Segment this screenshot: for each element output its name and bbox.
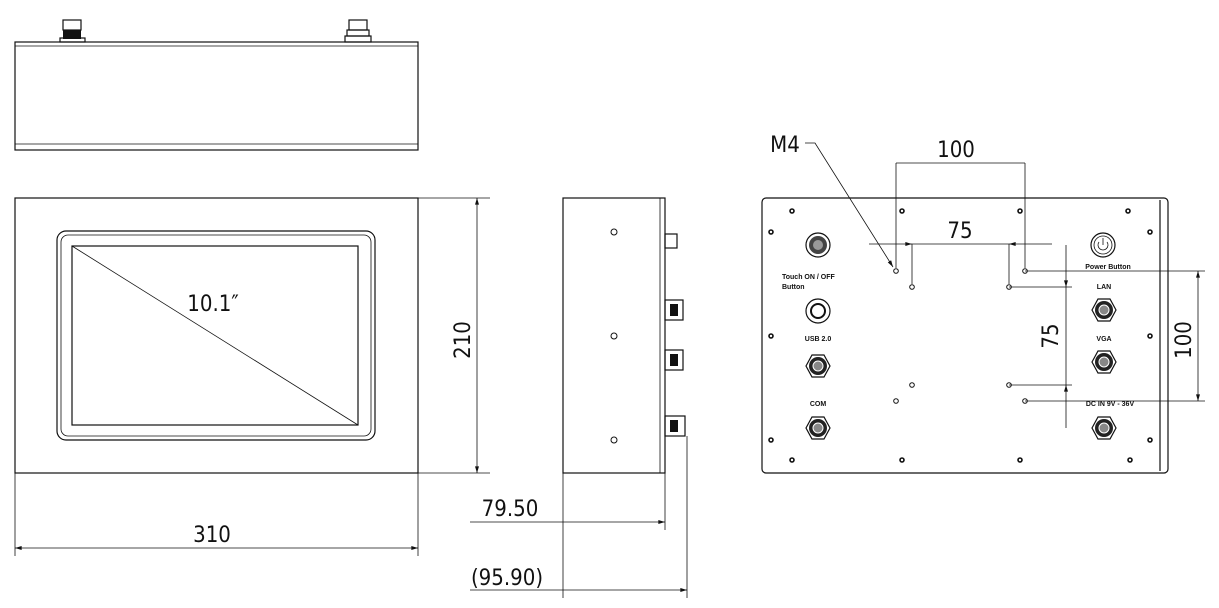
width-dimension: 310 <box>193 523 231 548</box>
dc-in-connector <box>1091 416 1117 440</box>
vesa-100-horizontal: 100 <box>937 138 975 163</box>
vga-connector <box>1091 350 1117 374</box>
usb-label: USB 2.0 <box>805 336 832 343</box>
power-button <box>1090 232 1116 258</box>
vesa-75-horizontal: 75 <box>947 219 972 244</box>
touch-label-2: Button <box>782 284 805 291</box>
side-view: 79.50 (95.90) <box>470 197 688 598</box>
vesa-75-vertical: 75 <box>1039 323 1064 348</box>
lan-connector <box>1091 298 1117 322</box>
screen-diagonal-label: 10.1″ <box>187 292 238 317</box>
touch-label-1: Touch ON / OFF <box>782 274 835 281</box>
height-dimension: 210 <box>451 321 476 359</box>
vesa-holes <box>893 268 1028 404</box>
screw-label: M4 <box>770 133 800 158</box>
com-label: COM <box>810 401 827 408</box>
dc-in-label: DC IN 9V - 36V <box>1086 401 1135 408</box>
com-connector <box>805 416 831 440</box>
edge-screws <box>768 208 1153 463</box>
power-label: Power Button <box>1085 264 1131 271</box>
touch-button <box>805 298 831 324</box>
top-view <box>14 19 419 151</box>
back-view: M4 100 75 75 100 Touch ON / OFF Button U… <box>761 133 1205 474</box>
total-depth-dimension: (95.90) <box>471 566 543 591</box>
depth-dimension: 79.50 <box>482 497 539 522</box>
front-view: 10.1″ 210 310 <box>14 197 490 556</box>
top-connector-right <box>344 19 372 43</box>
touch-toggle-switch <box>805 232 831 258</box>
usb-connector <box>805 354 831 378</box>
lan-label: LAN <box>1097 284 1111 291</box>
vesa-100-vertical: 100 <box>1172 321 1197 359</box>
vga-label: VGA <box>1096 336 1111 343</box>
top-connector-left <box>59 19 86 43</box>
